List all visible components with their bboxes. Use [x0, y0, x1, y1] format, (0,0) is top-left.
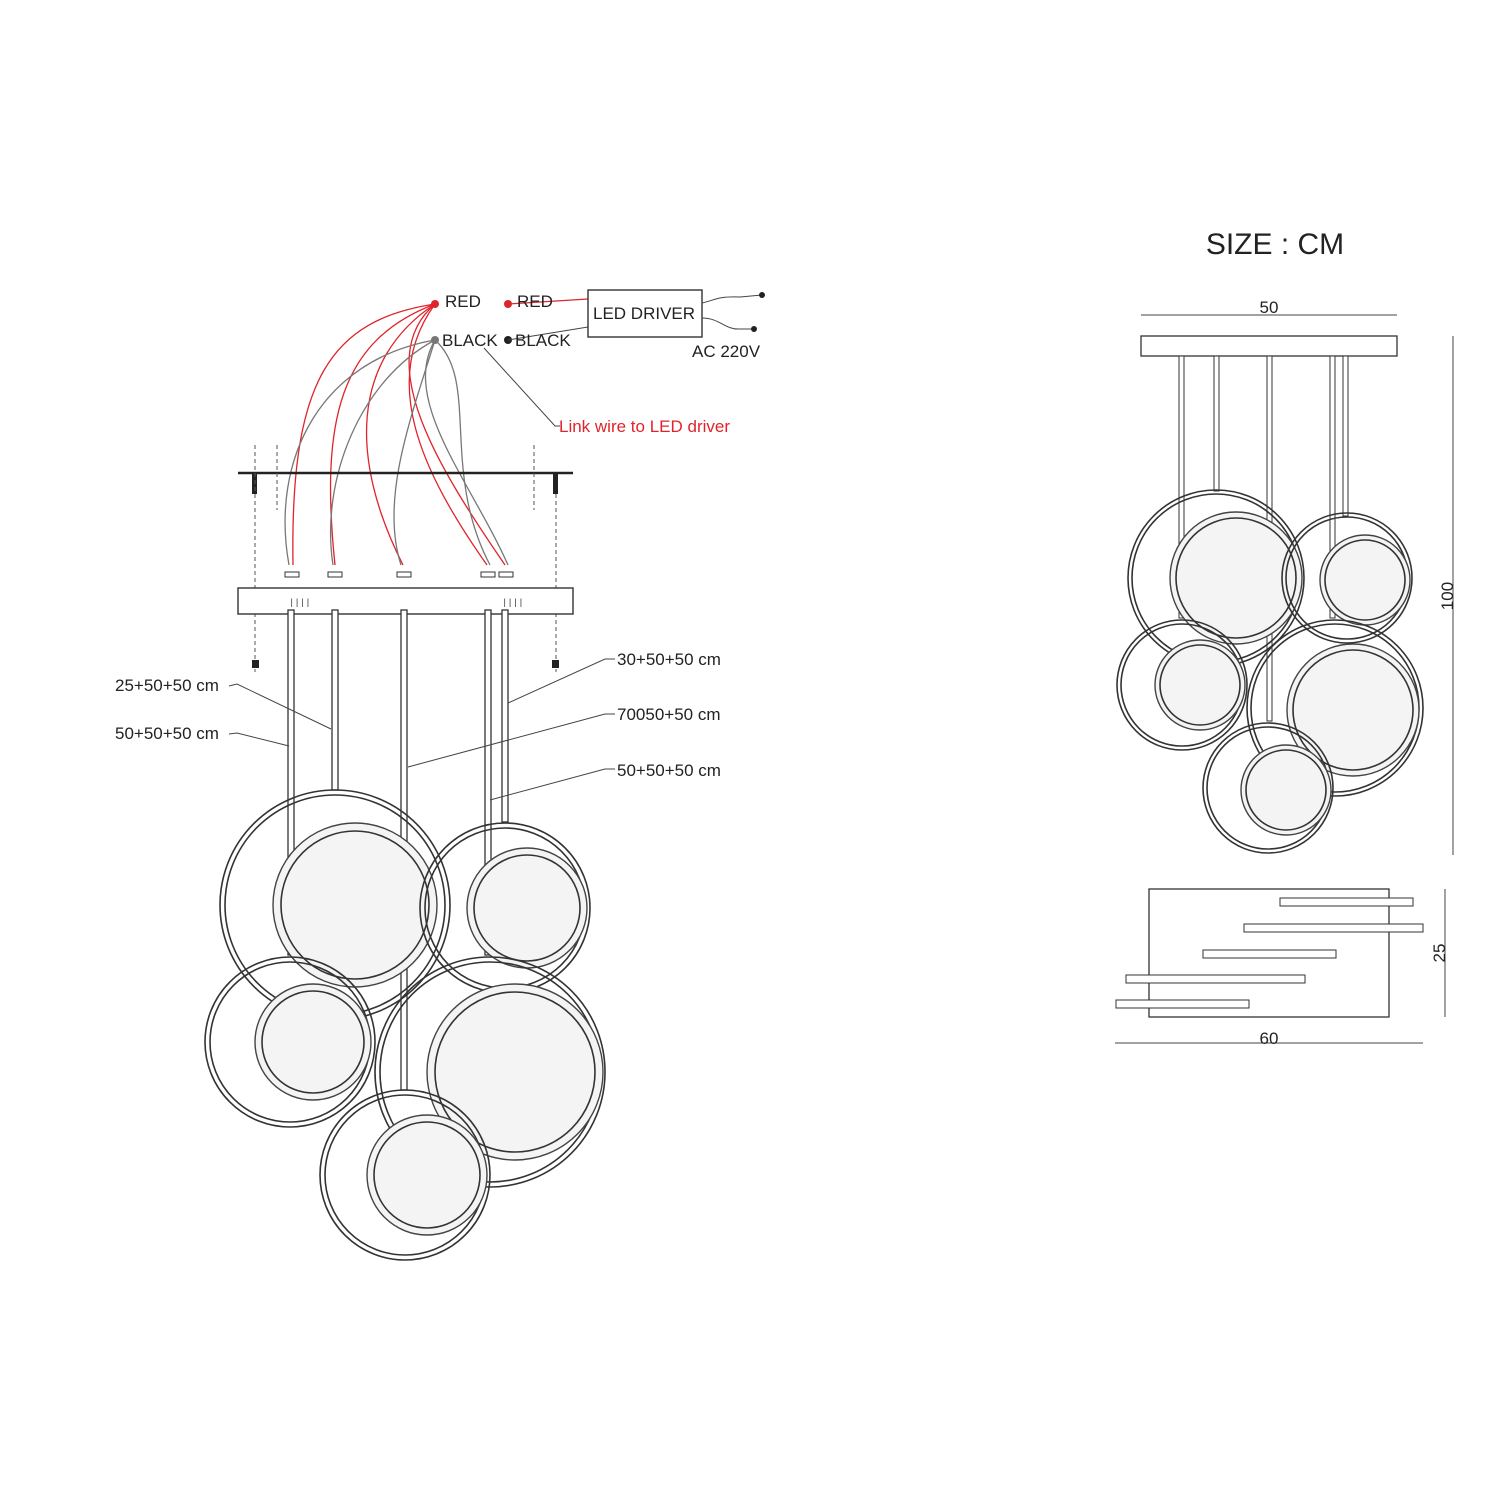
ac-voltage-label: AC 220V — [692, 342, 761, 361]
red-label-driver: RED — [517, 292, 553, 311]
black-label-driver: BLACK — [515, 331, 571, 350]
wiring-section: RED RED BLACK BLACK LED DRIVER AC 220V L… — [284, 289, 765, 566]
svg-text:||||: |||| — [289, 598, 311, 608]
callout-25-50-50: 25+50+50 cm — [115, 676, 219, 695]
size-view: SIZE : CM 50 100 25 60 — [1115, 228, 1457, 1048]
height-label: 100 — [1438, 582, 1457, 610]
callout-50-50-50-right: 50+50+50 cm — [617, 761, 721, 780]
size-title: SIZE : CM — [1206, 228, 1344, 261]
depth-label: 25 — [1430, 944, 1449, 963]
svg-text:||||: |||| — [502, 598, 524, 608]
led-driver-label: LED DRIVER — [593, 304, 695, 323]
size-canopy — [1140, 335, 1398, 357]
callout-70050-50: 70050+50 cm — [617, 705, 721, 724]
length-callouts: 25+50+50 cm 50+50+50 cm 30+50+50 cm 7005… — [115, 650, 721, 801]
red-label: RED — [445, 292, 481, 311]
width-label: 50 — [1260, 298, 1279, 317]
length-label: 60 — [1260, 1029, 1279, 1048]
black-label: BLACK — [442, 331, 498, 350]
callout-30-50-50: 30+50+50 cm — [617, 650, 721, 669]
led-driver-box — [587, 289, 703, 338]
link-wire-note: Link wire to LED driver — [559, 417, 730, 436]
callout-50-50-50-left: 50+50+50 cm — [115, 724, 219, 743]
black-wires — [284, 339, 509, 566]
front-view-rings — [204, 789, 606, 1261]
